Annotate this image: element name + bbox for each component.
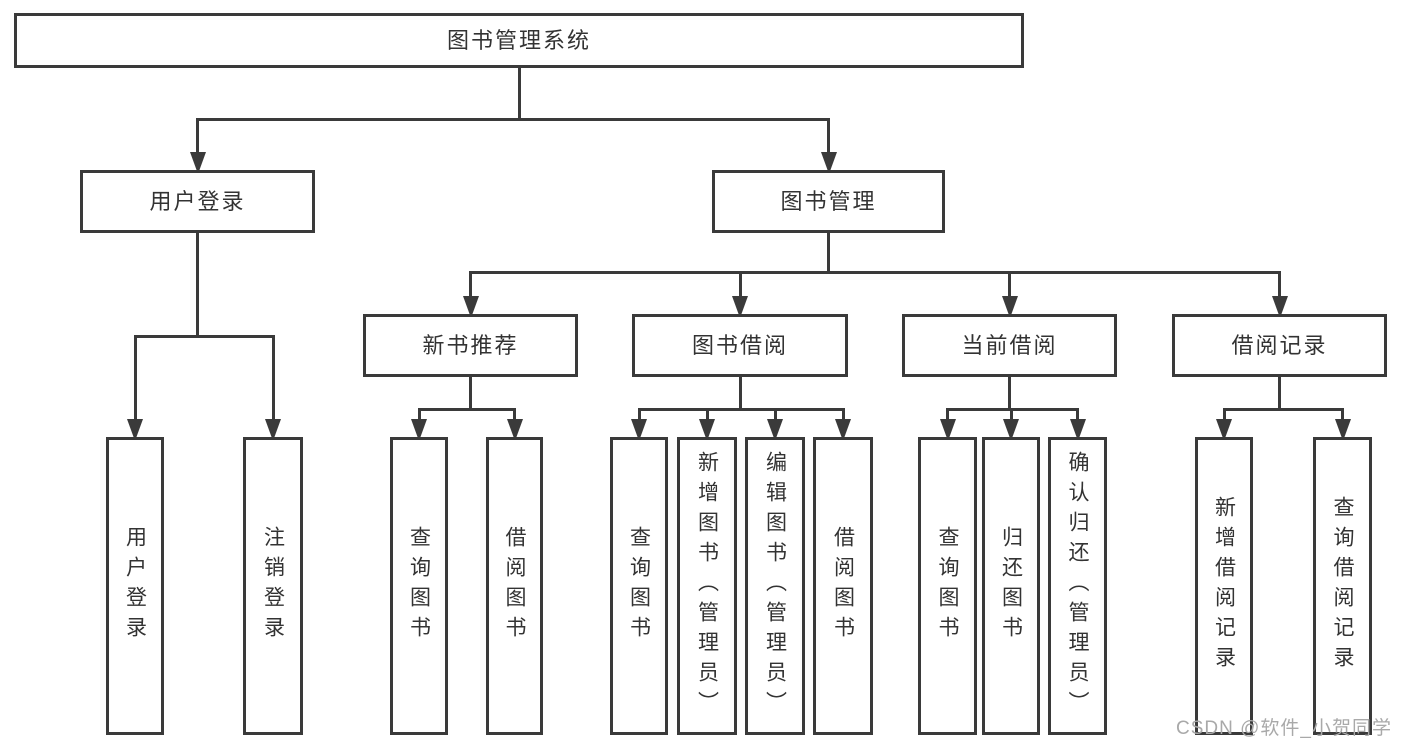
node-borrowing-add-books: 新增图书（管理员） <box>677 437 737 735</box>
node-label-root: 图书管理系统 <box>446 27 591 53</box>
node-recommend-borrow-books: 借阅图书 <box>486 437 543 735</box>
connector-drop-new-book-recommend <box>469 271 472 302</box>
node-book-borrowing: 图书借阅 <box>632 314 848 377</box>
connector-drop-borrowing-records <box>1278 271 1281 302</box>
node-label-new-book-recommend: 新书推荐 <box>422 332 519 358</box>
arrowhead-down-icon-recommend-query-books <box>411 419 427 441</box>
watermark: CSDN @软件_小贺同学 <box>1176 718 1392 739</box>
arrowhead-down-icon-borrowing-add-books <box>699 419 715 441</box>
arrowhead-down-icon-user-login-action <box>127 419 143 441</box>
node-records-add-record: 新增借阅记录 <box>1195 437 1253 735</box>
connector-branch-new-book-recommend <box>417 408 516 411</box>
connector-drop-borrowing-borrow-books <box>841 408 845 425</box>
arrowhead-down-icon-current-return-books <box>1003 419 1019 441</box>
arrowhead-down-icon-borrowing-edit-books <box>767 419 783 441</box>
connector-branch-book-management <box>469 271 1281 274</box>
node-borrowing-edit-books: 编辑图书（管理员） <box>745 437 805 735</box>
connector-stem-user-login <box>196 232 199 338</box>
arrowhead-down-icon-new-book-recommend <box>462 296 479 318</box>
connector-drop-book-borrowing <box>738 271 742 302</box>
node-label-book-management: 图书管理 <box>780 188 877 214</box>
connector-drop-logout-action <box>271 335 275 425</box>
connector-branch-root <box>196 118 830 121</box>
node-current-borrowing: 当前借阅 <box>902 314 1117 377</box>
node-recommend-query-books: 查询图书 <box>390 437 448 735</box>
node-label-current-borrowing: 当前借阅 <box>961 332 1058 358</box>
connector-stem-book-borrowing <box>738 376 742 411</box>
node-label-borrowing-add-books: 新增图书（管理员） <box>695 451 719 721</box>
connector-drop-recommend-borrow-books <box>513 408 516 425</box>
node-label-logout-action: 注销登录 <box>261 526 285 646</box>
node-label-borrowing-records: 借阅记录 <box>1231 332 1328 358</box>
arrowhead-down-icon-records-add-record <box>1216 419 1232 441</box>
node-current-return-books: 归还图书 <box>982 437 1040 735</box>
arrowhead-down-icon-current-confirm-return <box>1069 419 1086 441</box>
connector-branch-current-borrowing <box>946 408 1079 411</box>
node-label-borrowing-borrow-books: 借阅图书 <box>831 526 855 646</box>
node-borrowing-borrow-books: 借阅图书 <box>813 437 873 735</box>
connector-drop-current-confirm-return <box>1076 408 1079 425</box>
node-label-user-login: 用户登录 <box>149 188 246 214</box>
connector-drop-user-login <box>196 118 199 158</box>
connector-drop-borrowing-add-books <box>705 408 709 425</box>
connector-stem-borrowing-records <box>1278 376 1281 411</box>
node-label-records-query-record: 查询借阅记录 <box>1331 496 1354 676</box>
connector-drop-user-login-action <box>133 335 137 425</box>
connector-drop-borrowing-edit-books <box>773 408 777 425</box>
connector-drop-records-query-record <box>1341 408 1344 425</box>
connector-drop-borrowing-query-books <box>637 408 641 425</box>
connector-branch-book-borrowing <box>637 408 845 411</box>
arrowhead-down-icon-current-borrowing <box>1001 296 1018 318</box>
arrowhead-down-icon-current-query-books <box>939 419 956 441</box>
node-user-login: 用户登录 <box>80 170 315 233</box>
arrowhead-down-icon-logout-action <box>265 419 281 441</box>
node-root: 图书管理系统 <box>14 13 1024 68</box>
connector-drop-recommend-query-books <box>417 408 421 425</box>
connector-drop-current-query-books <box>946 408 949 425</box>
arrowhead-down-icon-borrowing-query-books <box>631 419 647 441</box>
arrowhead-down-icon-records-query-record <box>1334 419 1351 441</box>
arrowhead-down-icon-user-login <box>189 152 206 174</box>
connector-drop-current-return-books <box>1009 408 1013 425</box>
node-label-current-confirm-return: 确认归还（管理员） <box>1066 451 1089 721</box>
node-label-book-borrowing: 图书借阅 <box>691 332 788 358</box>
arrowhead-down-icon-recommend-borrow-books <box>506 419 523 441</box>
node-current-query-books: 查询图书 <box>918 437 977 735</box>
connector-stem-current-borrowing <box>1008 376 1011 411</box>
connector-branch-user-login <box>133 335 275 338</box>
arrowhead-down-icon-borrowing-borrow-books <box>835 419 851 441</box>
arrowhead-down-icon-borrowing-records <box>1271 296 1288 318</box>
node-label-borrowing-edit-books: 编辑图书（管理员） <box>763 451 787 721</box>
node-label-recommend-borrow-books: 借阅图书 <box>503 526 526 646</box>
node-label-user-login-action: 用户登录 <box>123 526 147 646</box>
node-current-confirm-return: 确认归还（管理员） <box>1048 437 1107 735</box>
connector-branch-borrowing-records <box>1222 408 1344 411</box>
node-records-query-record: 查询借阅记录 <box>1313 437 1372 735</box>
node-borrowing-query-books: 查询图书 <box>610 437 668 735</box>
node-label-records-add-record: 新增借阅记录 <box>1212 496 1236 676</box>
connector-stem-root <box>517 67 521 121</box>
arrowhead-down-icon-book-borrowing <box>732 296 748 318</box>
connector-stem-new-book-recommend <box>469 376 472 411</box>
node-book-management: 图书管理 <box>712 170 945 233</box>
node-label-recommend-query-books: 查询图书 <box>407 526 431 646</box>
node-borrowing-records: 借阅记录 <box>1172 314 1387 377</box>
node-user-login-action: 用户登录 <box>106 437 164 735</box>
node-label-borrowing-query-books: 查询图书 <box>627 526 651 646</box>
connector-drop-current-borrowing <box>1008 271 1011 302</box>
connector-drop-records-add-record <box>1222 408 1226 425</box>
node-label-current-return-books: 归还图书 <box>999 526 1023 646</box>
node-new-book-recommend: 新书推荐 <box>363 314 578 377</box>
connector-stem-book-management <box>827 232 830 274</box>
arrowhead-down-icon-book-management <box>820 152 837 174</box>
connector-drop-book-management <box>827 118 830 158</box>
node-label-current-query-books: 查询图书 <box>936 526 959 646</box>
node-logout-action: 注销登录 <box>243 437 303 735</box>
